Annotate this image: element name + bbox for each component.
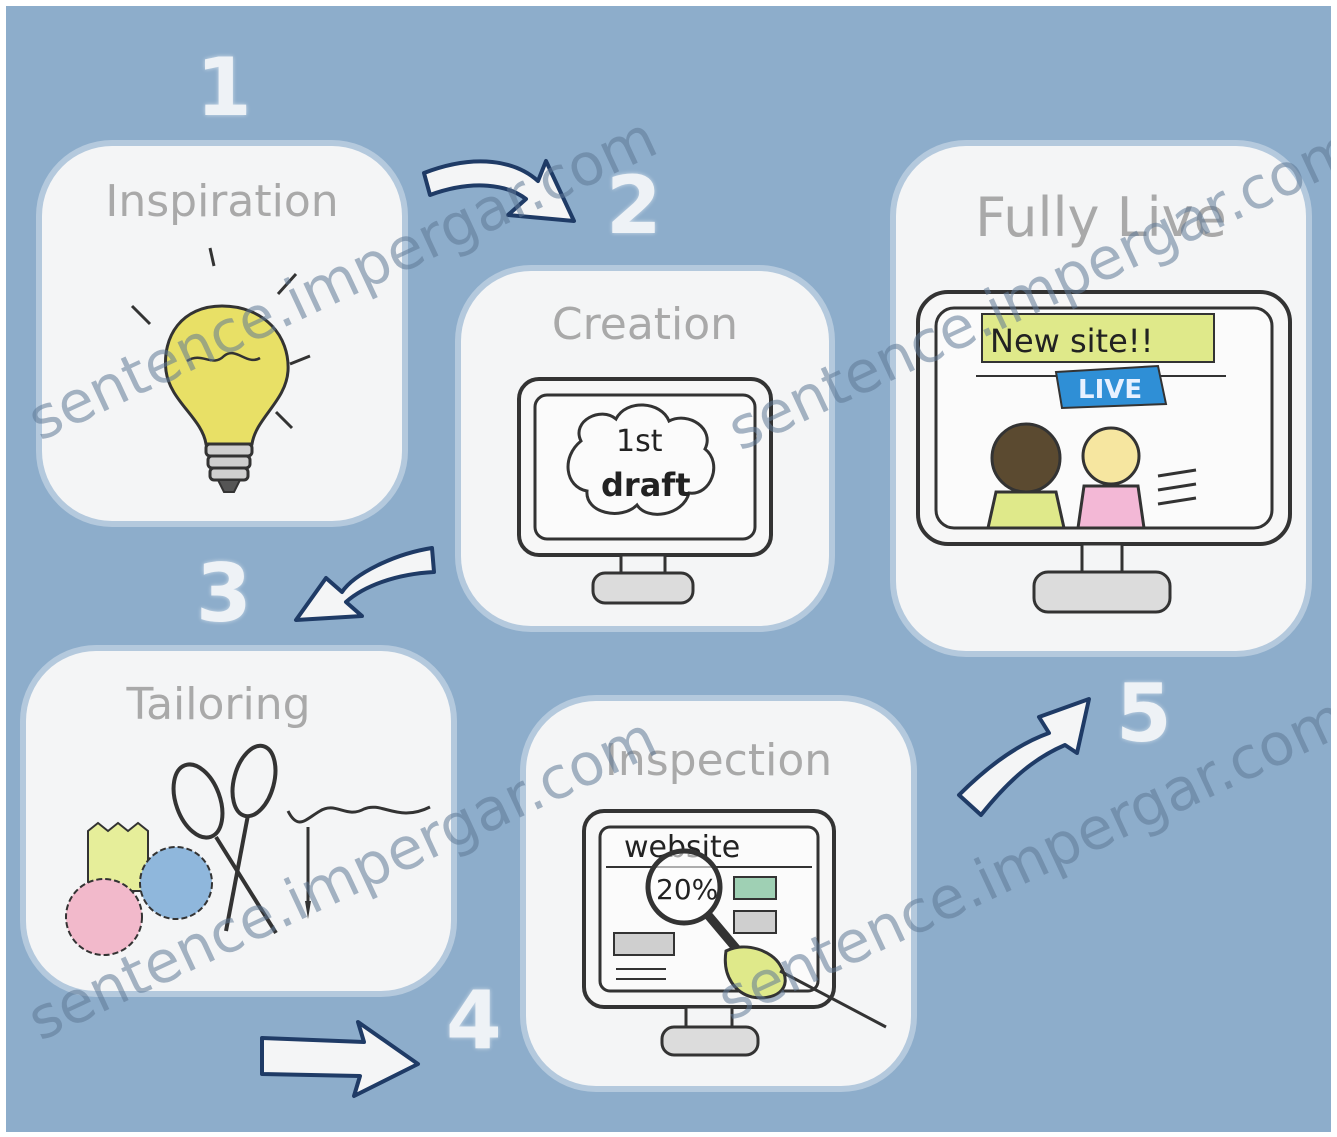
process-diagram: 1 2 3 4 5 Inspiration Creation	[6, 6, 1331, 1132]
fully-live-badge-text: LIVE	[1078, 375, 1142, 405]
arrow-1-to-2	[422, 159, 576, 223]
needle-thread-icon	[286, 805, 431, 901]
step-card-inspiration: Inspiration	[42, 146, 402, 521]
step-title-creation: Creation	[551, 299, 739, 350]
monitor-icon: website 20%	[582, 809, 887, 1057]
step-number-2: 2	[606, 159, 662, 252]
step-card-inspection: Inspection website 20%	[526, 701, 911, 1086]
step-number-5: 5	[1116, 667, 1172, 760]
sewing-tools-illustration	[65, 743, 431, 956]
fully-live-banner-text: New site!!	[990, 322, 1153, 360]
step-title-inspection: Inspection	[604, 735, 833, 786]
step-title-tailoring: Tailoring	[126, 679, 311, 730]
arrow-4-to-5	[957, 697, 1091, 817]
hand-icon	[723, 945, 787, 1000]
inspection-scoreboard-text: 20%	[656, 873, 718, 906]
lightbulb-icon	[130, 247, 311, 493]
step-number-1: 1	[196, 41, 252, 134]
step-card-creation: Creation 1st draft	[461, 271, 829, 626]
arrow-2-to-3	[294, 546, 436, 622]
scissors-icon	[171, 743, 278, 935]
step-card-fully-live: Fully Live New site!! LIVE	[896, 146, 1306, 651]
magnifier-icon	[645, 848, 723, 926]
monitor-icon: 1st draft	[517, 377, 773, 605]
step-card-tailoring: Tailoring	[26, 651, 451, 991]
fabric-swatch-icon	[65, 878, 143, 956]
step-title-fully-live: Fully Live	[975, 186, 1227, 249]
arrow-3-to-4	[260, 1020, 420, 1098]
creation-screen-line2: draft	[601, 466, 691, 504]
step-title-inspiration: Inspiration	[105, 176, 339, 227]
step-number-3: 3	[196, 547, 252, 640]
creation-screen-line1: 1st	[616, 424, 663, 459]
monitor-icon: New site!! LIVE	[916, 290, 1292, 614]
step-number-4: 4	[446, 974, 502, 1067]
fabric-swatch-icon	[139, 846, 213, 920]
